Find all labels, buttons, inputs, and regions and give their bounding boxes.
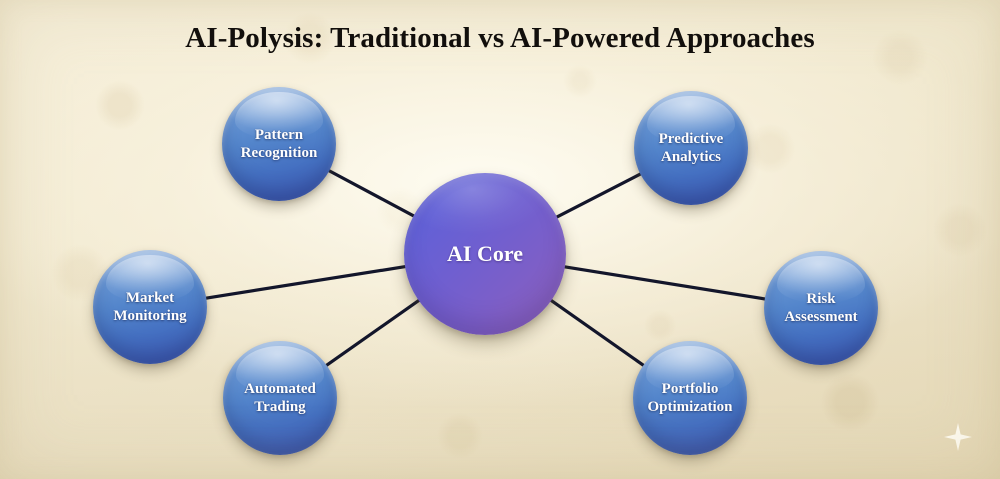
label-line-1: Predictive (658, 130, 724, 147)
edge-core-to-predictive-analytics (550, 169, 648, 222)
label-line-1: Portfolio (661, 380, 719, 397)
edge-core-to-automated-trading (320, 295, 426, 371)
label-line-2: Recognition (240, 145, 318, 161)
label-line-2: Assessment (784, 309, 858, 325)
label-line-2: Monitoring (113, 308, 187, 324)
label-line-2: Analytics (660, 149, 721, 165)
edge-core-to-market-monitoring (198, 264, 413, 301)
page-title: AI-Polysis: Traditional vs AI-Powered Ap… (185, 22, 815, 54)
node-core-label: AI Core (447, 240, 523, 266)
label-line-1: Risk (806, 290, 836, 307)
label-line-2: Trading (254, 399, 306, 415)
node-core[interactable]: AI Core (404, 173, 566, 335)
label-line-2: Optimization (647, 399, 733, 415)
label-line-1: Market (125, 289, 175, 306)
edge-core-to-pattern-recognition (322, 166, 421, 221)
edge-core-to-risk-assessment (557, 264, 773, 302)
label-line-1: Pattern (254, 126, 304, 143)
label-line-1: Automated (244, 380, 316, 397)
edge-core-to-portfolio-optimization (544, 295, 650, 371)
